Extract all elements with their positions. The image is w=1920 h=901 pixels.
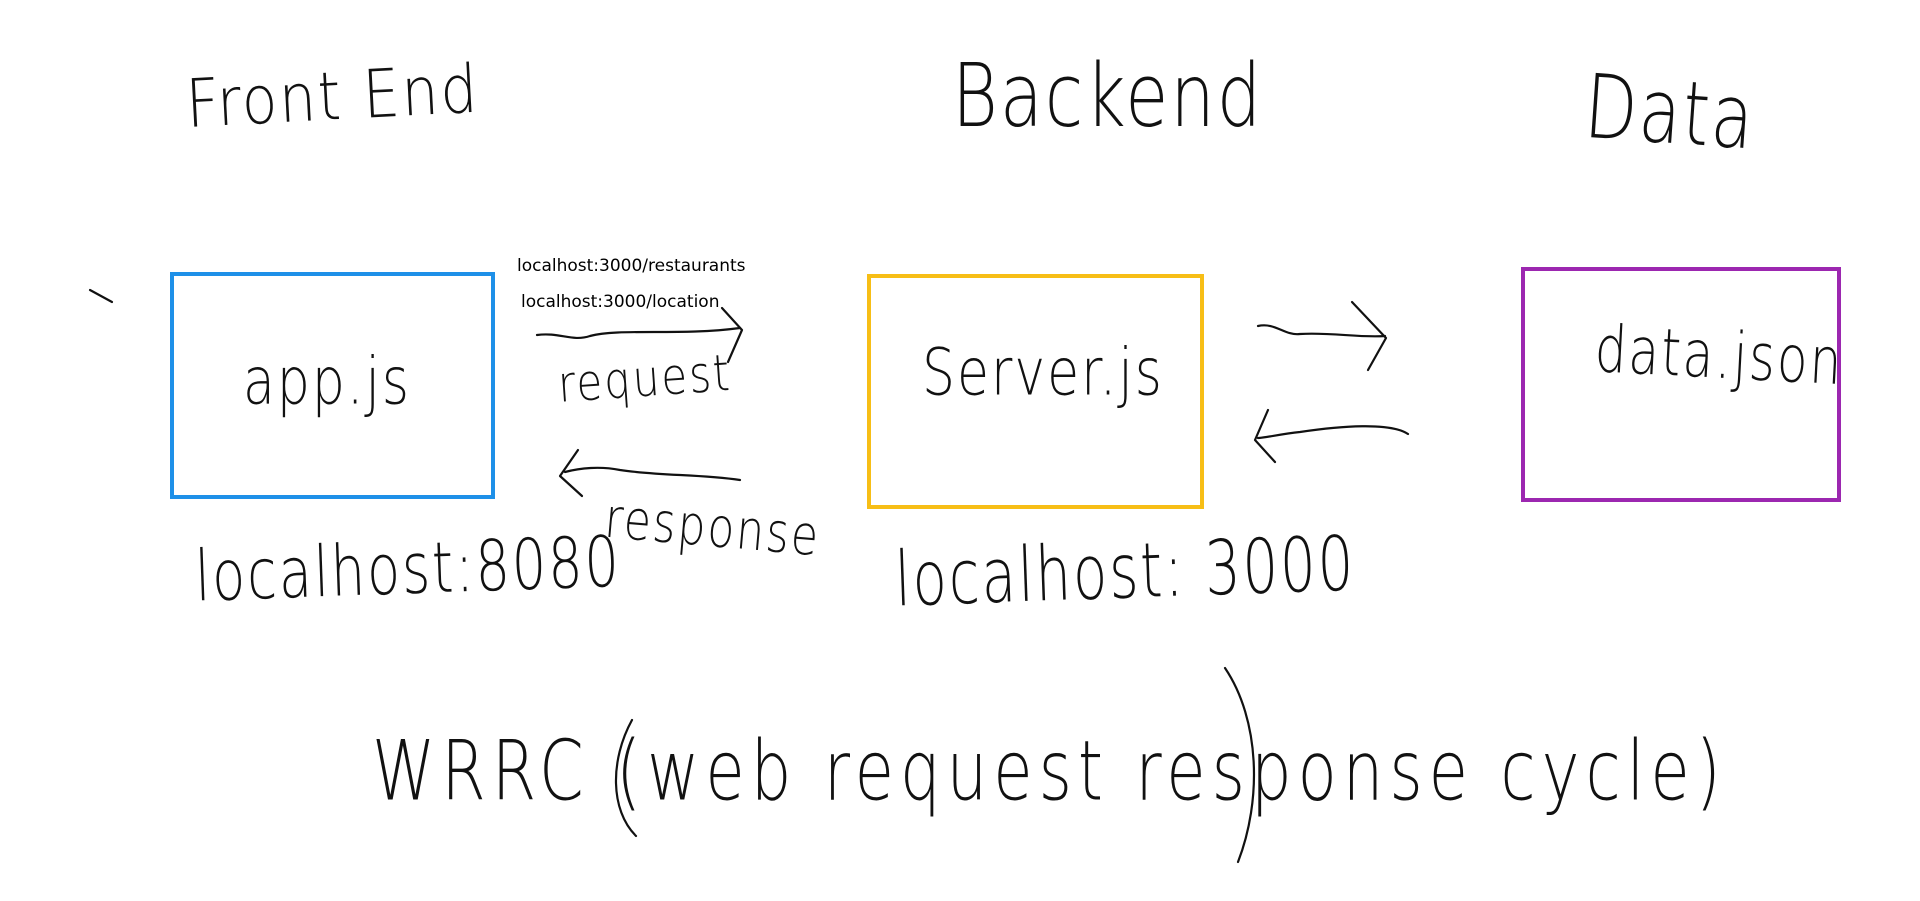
data-to-server-arrow-shaft-icon (1256, 425, 1410, 440)
response-arrow-head-icon (558, 448, 584, 498)
open-paren-icon (614, 718, 638, 838)
app-js-label: app.js (243, 344, 411, 420)
stray-mark (88, 288, 114, 304)
data-json-box (1521, 267, 1841, 502)
wrrc-caption: WRRC (web request response cycle) (372, 723, 1727, 821)
heading-backend: Backend (952, 44, 1264, 148)
server-to-data-arrow-head-icon (1350, 300, 1388, 372)
data-to-server-arrow-head-icon (1253, 408, 1277, 464)
endpoint-location: localhost:3000/location (521, 292, 720, 312)
app-js-box (170, 272, 495, 499)
response-arrow-shaft-icon (563, 466, 742, 482)
server-js-label: Server.js (922, 335, 1164, 411)
request-arrow-shaft-icon (535, 326, 742, 340)
server-to-data-arrow-shaft-icon (1256, 324, 1387, 338)
endpoint-restaurants: localhost:3000/restaurants (517, 256, 746, 276)
request-arrow-head-icon (720, 306, 744, 364)
close-paren-icon (1223, 666, 1256, 864)
server-js-box (867, 274, 1204, 509)
